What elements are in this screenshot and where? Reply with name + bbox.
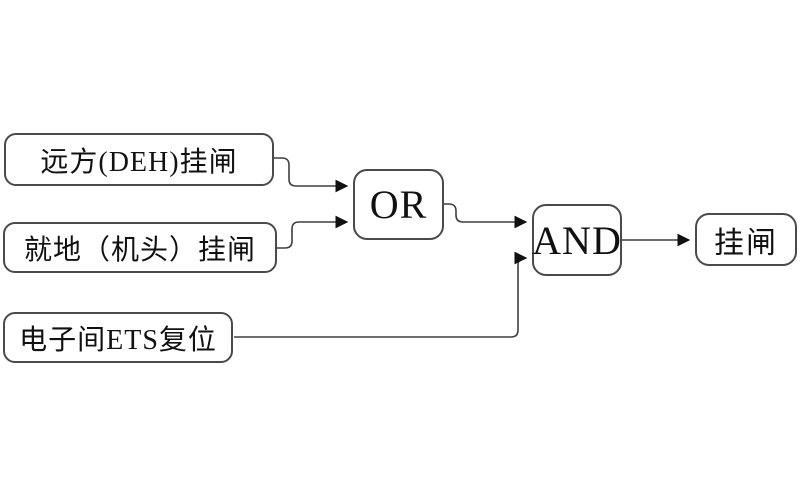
input-box-remote-deh-latch-label: 远方(DEH)挂闸 <box>40 146 238 178</box>
or-gate-box: OR <box>353 169 444 240</box>
input-box-local-head-latch-label: 就地（机头）挂闸 <box>23 234 256 266</box>
input-box-ets-reset-label: 电子间ETS复位 <box>19 324 217 356</box>
connector-ets-to-and <box>234 251 528 338</box>
or-gate-label: OR <box>369 182 428 227</box>
input-box-local-head-latch: 就地（机头）挂闸 <box>3 222 277 273</box>
input-box-remote-deh-latch: 远方(DEH)挂闸 <box>4 133 274 186</box>
input-box-ets-reset: 电子间ETS复位 <box>3 312 233 363</box>
and-gate-label: AND <box>532 217 622 263</box>
output-box-latch: 挂闸 <box>695 213 797 266</box>
connector-or-to-and <box>444 203 528 229</box>
connector-remote-to-or <box>274 157 349 193</box>
connector-local-to-or <box>277 215 349 249</box>
output-box-latch-label: 挂闸 <box>714 226 778 260</box>
and-gate-box: AND <box>532 204 622 276</box>
